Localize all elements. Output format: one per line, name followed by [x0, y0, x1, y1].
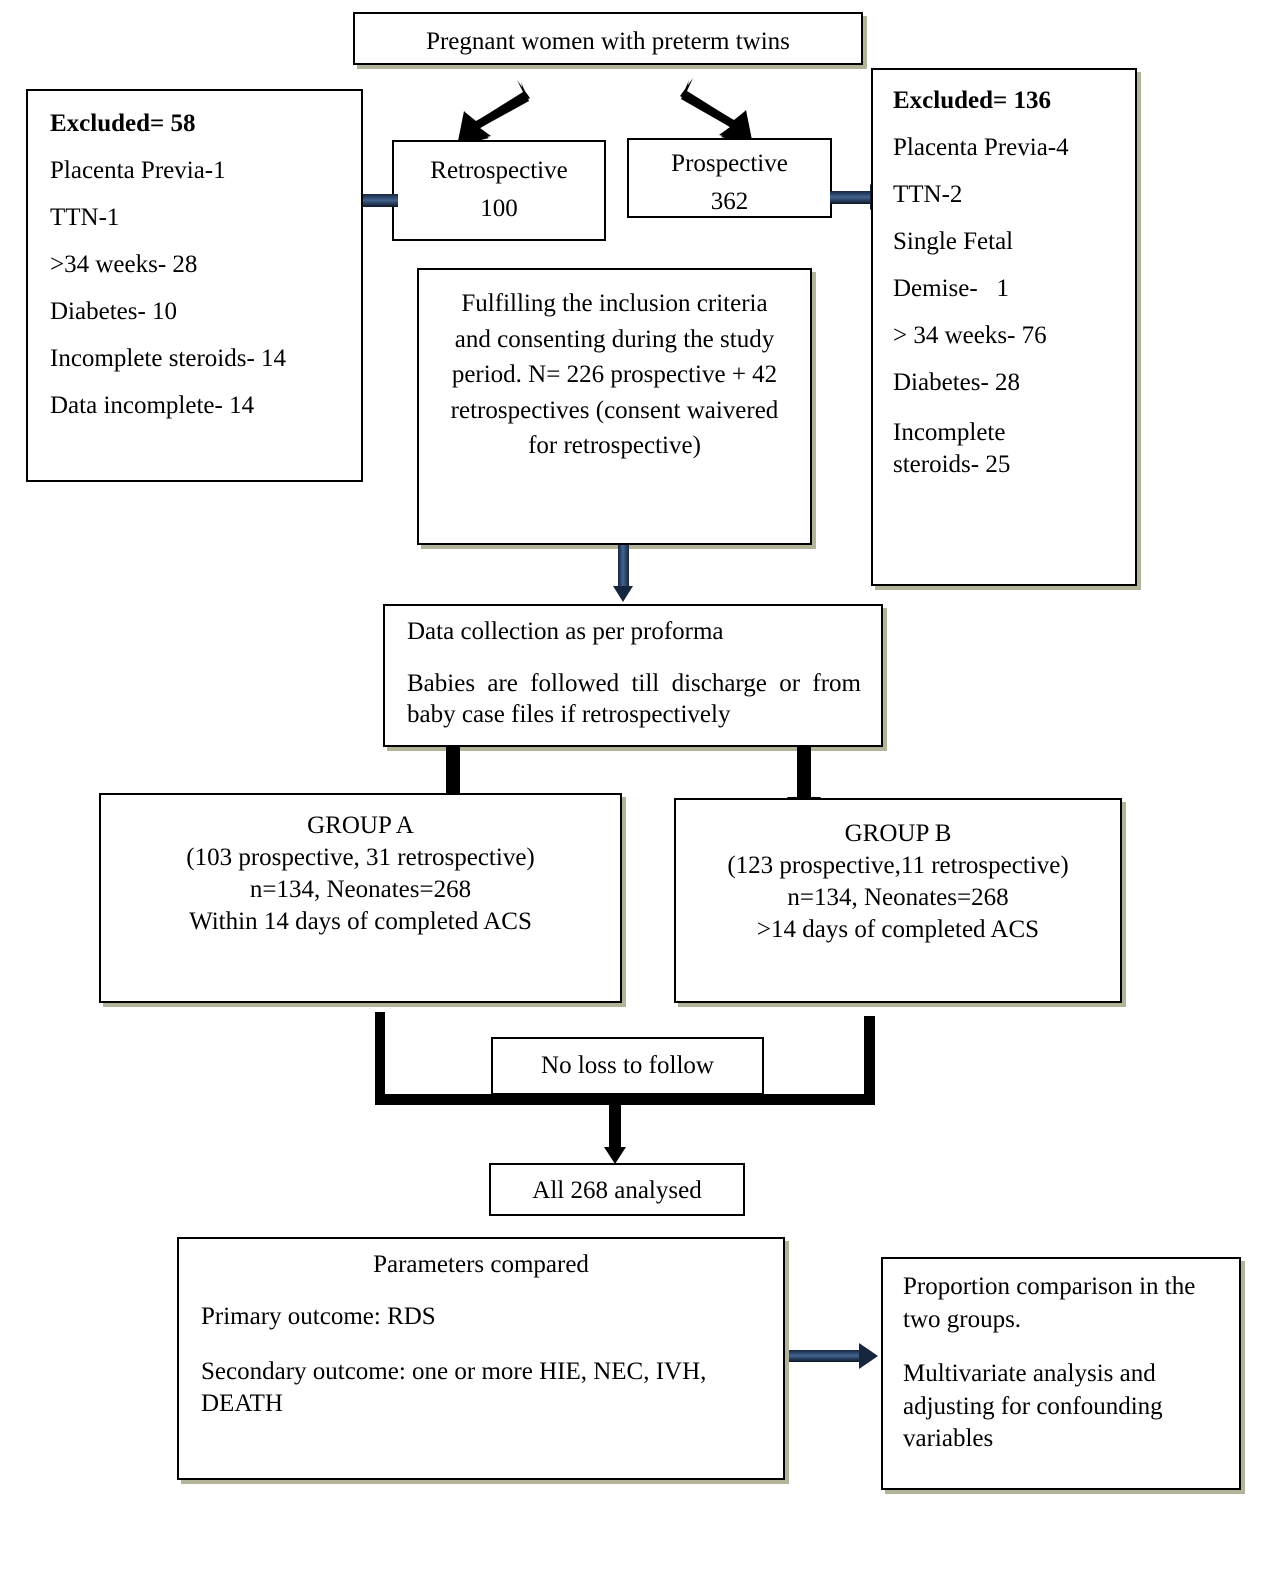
node-top-population: Pregnant women with preterm twins — [353, 12, 863, 65]
node-data-collection-line1: Data collection as per proforma — [407, 618, 724, 645]
arrow-inclusion-to-datacollection-head — [613, 586, 633, 602]
node-no-loss-to-follow-label: No loss to follow — [541, 1052, 714, 1079]
arrow-merge-to-analysed-shaft — [609, 1094, 621, 1149]
connector-groupa-down — [375, 1012, 385, 1096]
node-excluded-right-item-3: Demise- 1 — [893, 275, 1009, 302]
node-excluded-left-heading: Excluded= 58 — [50, 110, 196, 137]
node-no-loss-to-follow: No loss to follow — [491, 1037, 764, 1095]
node-group-b-label: GROUP B (123 prospective,11 retrospectiv… — [727, 820, 1069, 943]
node-excluded-left-item-2: >34 weeks- 28 — [50, 251, 198, 278]
node-analysis-line1: Proportion comparison in the two groups. — [903, 1273, 1202, 1333]
node-excluded-right: Excluded= 136 Placenta Previa-4 TTN-2 Si… — [871, 68, 1137, 586]
arrow-parameters-to-analysis-shaft — [789, 1350, 861, 1362]
node-inclusion-criteria: Fulfilling the inclusion criteria and co… — [417, 268, 812, 545]
node-excluded-left: Excluded= 58 Placenta Previa-1 TTN-1 >34… — [26, 89, 363, 482]
node-data-collection-line2: Babies are followed till discharge or fr… — [407, 669, 868, 728]
arrow-top-to-prospective — [680, 78, 753, 145]
node-excluded-left-item-3: Diabetes- 10 — [50, 298, 178, 325]
node-group-a: GROUP A (103 prospective, 31 retrospecti… — [99, 793, 622, 1003]
arrow-datacollection-to-groupb-shaft — [797, 747, 811, 799]
node-analysis-line2: Multivariate analysis and adjusting for … — [903, 1360, 1169, 1452]
arrow-prospective-to-excluded-right-shaft — [830, 191, 872, 204]
node-analysis: Proportion comparison in the two groups.… — [881, 1257, 1241, 1490]
node-excluded-left-item-4: Incomplete steroids- 14 — [50, 345, 287, 372]
arrow-top-to-retrospective — [457, 80, 530, 146]
node-top-population-label: Pregnant women with preterm twins — [426, 28, 790, 55]
connector-groupb-down — [864, 1016, 875, 1096]
node-excluded-right-heading: Excluded= 136 — [893, 87, 1052, 114]
arrow-datacollection-to-groupa-shaft — [446, 747, 460, 799]
node-all-analysed: All 268 analysed — [489, 1163, 745, 1216]
node-parameters-compared: Parameters compared Primary outcome: RDS… — [177, 1237, 785, 1480]
node-parameters-secondary: Secondary outcome: one or more HIE, NEC,… — [201, 1358, 713, 1417]
node-all-analysed-label: All 268 analysed — [532, 1177, 702, 1204]
arrow-inclusion-to-datacollection-shaft — [618, 545, 629, 588]
node-excluded-right-item-1: TTN-2 — [893, 181, 963, 208]
node-data-collection: Data collection as per proforma Babies a… — [383, 604, 883, 747]
node-group-b: GROUP B (123 prospective,11 retrospectiv… — [674, 798, 1122, 1003]
node-prospective-label: Prospective 362 — [671, 150, 788, 215]
node-excluded-left-item-0: Placenta Previa-1 — [50, 157, 226, 184]
connector-merge-bar — [375, 1094, 875, 1105]
node-parameters-primary: Primary outcome: RDS — [201, 1302, 436, 1330]
node-retrospective: Retrospective 100 — [392, 140, 606, 241]
node-excluded-right-item-6: Incomplete steroids- 25 — [893, 419, 1011, 478]
node-inclusion-criteria-label: Fulfilling the inclusion criteria and co… — [450, 290, 785, 459]
node-excluded-right-item-2: Single Fetal — [893, 228, 1014, 255]
arrow-parameters-to-analysis-head — [859, 1343, 878, 1369]
node-retrospective-label: Retrospective 100 — [430, 157, 568, 222]
arrow-retrospective-to-excluded-left-shaft — [356, 194, 398, 207]
node-group-a-label: GROUP A (103 prospective, 31 retrospecti… — [186, 812, 535, 935]
node-parameters-heading: Parameters compared — [373, 1251, 589, 1278]
node-excluded-left-item-5: Data incomplete- 14 — [50, 392, 255, 419]
node-excluded-left-item-1: TTN-1 — [50, 204, 120, 231]
node-excluded-right-item-5: Diabetes- 28 — [893, 369, 1021, 396]
arrow-merge-to-analysed-head — [604, 1147, 626, 1164]
node-prospective: Prospective 362 — [627, 138, 832, 218]
node-excluded-right-item-4: > 34 weeks- 76 — [893, 322, 1047, 349]
node-excluded-right-item-0: Placenta Previa-4 — [893, 134, 1069, 161]
